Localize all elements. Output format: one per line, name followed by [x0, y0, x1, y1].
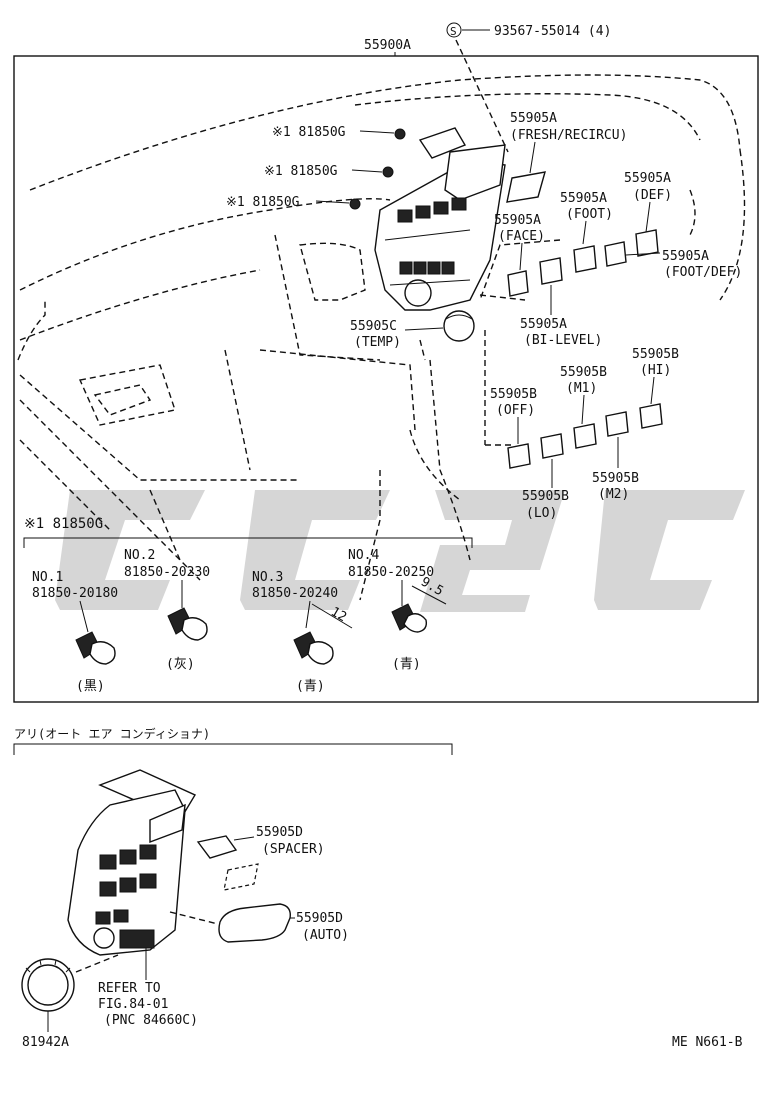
fan-m2-button[interactable]: [605, 411, 629, 437]
bulb-no2-color: (灰): [166, 657, 195, 672]
bulb-label-2: ※1 81850G: [264, 164, 338, 179]
foot-desc: (FOOT): [566, 207, 613, 222]
figure-code: ME N661-B: [672, 1035, 743, 1050]
fan-hi-desc: (HI): [640, 363, 671, 378]
screw-callout: S 93567-55014 (4): [446, 22, 611, 153]
fan-lo-desc: (LO): [526, 506, 557, 521]
auto-desc: (AUTO): [302, 928, 349, 943]
foot-def-desc: (FOOT/DEF): [664, 265, 742, 280]
bulb-section-header: ※1 81850G: [24, 516, 103, 532]
bi-level-part: 55905A: [520, 317, 567, 332]
knob-81942a-icon[interactable]: [21, 958, 75, 1012]
fresh-recirc-desc: (FRESH/RECIRCU): [510, 128, 627, 143]
bulb-no2-label: NO.2: [124, 548, 155, 563]
bulb-no3-label: NO.3: [252, 570, 283, 585]
fan-hi-part: 55905B: [632, 347, 679, 362]
fan-lo-button[interactable]: [540, 433, 564, 459]
bulb-no4-icon: [391, 603, 428, 633]
fresh-recirc-knob[interactable]: [506, 171, 546, 203]
bulb-no3-icon: [293, 631, 334, 665]
bulb-no4-color: (青): [392, 657, 421, 672]
bulb-no3-part: 81850-20240: [252, 586, 338, 601]
foot-def-part: 55905A: [662, 249, 709, 264]
refer-line-2: FIG.84-01: [98, 997, 168, 1012]
spacer-desc: (SPACER): [262, 842, 325, 857]
foot-part: 55905A: [560, 191, 607, 206]
bulb-label-3: ※1 81850G: [226, 195, 300, 210]
control-head-unit: [374, 127, 506, 311]
fan-m1-part: 55905B: [560, 365, 607, 380]
spacer-part-number: 55905D: [256, 825, 303, 840]
bulb-no2-part: 81850-20230: [124, 565, 210, 580]
temp-desc: (TEMP): [354, 335, 401, 350]
dashboard-outline: [17, 74, 746, 601]
bulb-no4-part: 81850-20250: [348, 565, 434, 580]
bi-level-knob[interactable]: [539, 257, 563, 285]
fan-lo-part: 55905B: [522, 489, 569, 504]
bulb-3-icon: [349, 198, 361, 210]
refer-line-1: REFER TO: [98, 981, 161, 996]
bulb-no3-color: (青): [296, 679, 325, 694]
bulb-no1-label: NO.1: [32, 570, 63, 585]
spacer-part[interactable]: [196, 835, 238, 859]
fan-off-button[interactable]: [507, 443, 531, 469]
temp-knob[interactable]: [443, 310, 475, 342]
figure-frame: [13, 55, 759, 703]
fan-off-part: 55905B: [490, 387, 537, 402]
fan-m1-button[interactable]: [573, 423, 597, 449]
fresh-recirc-part: 55905A: [510, 111, 557, 126]
fan-m2-part: 55905B: [592, 471, 639, 486]
screw-symbol-icon: [446, 22, 462, 38]
face-desc: (FACE): [498, 229, 545, 244]
fan-hi-button[interactable]: [639, 403, 663, 429]
refer-line-3: (PNC 84660C): [104, 1013, 198, 1028]
auto-button[interactable]: [218, 903, 291, 943]
bulb-2-icon: [382, 166, 394, 178]
watermark: [55, 490, 745, 612]
def-desc: (DEF): [633, 188, 672, 203]
bulb-no4-label: NO.4: [348, 548, 379, 563]
auto-control-unit: [67, 769, 197, 956]
bulb-no1-part: 81850-20180: [32, 586, 118, 601]
bulb-dim-12: 12: [328, 604, 349, 625]
auto-section-header: アリ(オート エア コンディショナ): [14, 726, 210, 741]
temp-part: 55905C: [350, 319, 397, 334]
foot-knob[interactable]: [573, 245, 597, 273]
def-part: 55905A: [624, 171, 671, 186]
face-knob[interactable]: [507, 270, 529, 297]
bulb-1-icon: [394, 128, 406, 140]
knob-81942a-part: 81942A: [22, 1035, 69, 1050]
fan-m2-desc: (M2): [598, 487, 629, 502]
screw-symbol: S: [450, 25, 457, 38]
def-knob[interactable]: [635, 229, 659, 257]
bulb-no1-color: (黒): [76, 679, 105, 694]
fan-off-desc: (OFF): [496, 403, 535, 418]
foot-def-knob[interactable]: [604, 241, 627, 267]
bulb-label-1: ※1 81850G: [272, 125, 346, 140]
bi-level-desc: (BI-LEVEL): [524, 333, 602, 348]
screw-part-number: 93567-55014 (4): [494, 24, 611, 39]
fan-m1-desc: (M1): [566, 381, 597, 396]
main-assembly-label: 55900A: [364, 38, 411, 53]
auto-part-number: 55905D: [296, 911, 343, 926]
face-part: 55905A: [494, 213, 541, 228]
bulb-no2-icon: [167, 607, 208, 641]
bulb-no1-icon: [75, 631, 116, 665]
